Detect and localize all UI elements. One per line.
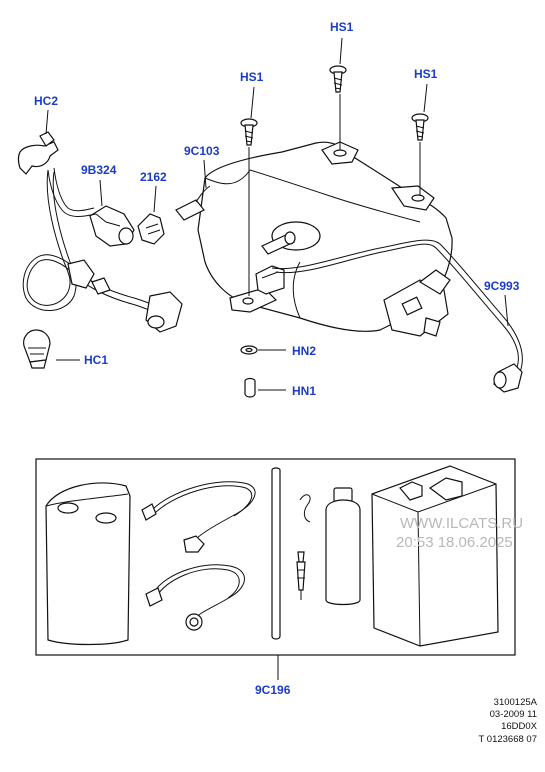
repair-kit-frame <box>35 458 516 656</box>
fuel-hose-assembly <box>22 167 183 333</box>
callout-9c103: 9C103 <box>184 144 220 158</box>
callout-hs1-top: HS1 <box>330 20 354 34</box>
kit-harness-1 <box>141 481 256 553</box>
callout-hs1-right: HS1 <box>414 67 438 81</box>
callout-hc1: HC1 <box>84 353 108 367</box>
kit-canister <box>371 465 499 647</box>
screw-hs1-top <box>329 65 347 93</box>
callout-hn2: HN2 <box>292 344 316 358</box>
screw-hs1-right <box>411 113 429 141</box>
watermark-line-1: WWW.ILCATS.RU <box>400 515 523 532</box>
clip-hc2 <box>17 131 59 175</box>
kit-tube <box>271 467 281 640</box>
washer-hn2 <box>240 345 258 355</box>
diagram-reference: T 0123668 07 <box>478 733 537 745</box>
reservoir-tank <box>197 141 453 337</box>
watermark-line-2: 20:53 18.06.2025 <box>396 534 513 551</box>
callout-9c196: 9C196 <box>255 683 291 697</box>
nut-hn1 <box>244 377 256 398</box>
clip-hc1 <box>23 329 51 369</box>
leader-lines-upper <box>45 37 509 391</box>
screw-hs1-left <box>240 118 258 146</box>
callout-2162: 2162 <box>140 170 167 184</box>
callout-hc2: HC2 <box>34 94 58 108</box>
diagram-code: 3100125A <box>493 697 537 708</box>
valve-9b324 <box>89 205 135 247</box>
callout-hn1: HN1 <box>292 384 316 398</box>
diagram-date: 03-2009 11 <box>489 709 537 721</box>
sensor-harness-9c993 <box>271 239 523 393</box>
callout-hs1-left: HS1 <box>240 70 264 84</box>
hose-9c103 <box>175 185 211 221</box>
callout-9c993: 9C993 <box>484 279 520 293</box>
callout-9b324: 9B324 <box>81 163 117 177</box>
diagram-model-code: 16DD0X <box>501 721 537 733</box>
kit-bottle <box>325 487 361 606</box>
kit-harness-2 <box>145 564 245 631</box>
kit-bag <box>45 482 131 646</box>
diagram-info: 3100125A 03-2009 11 16DD0X T 0123668 07 <box>479 697 537 746</box>
kit-hook <box>299 494 311 523</box>
kit-pin <box>296 551 306 600</box>
connector-2162 <box>137 213 165 245</box>
